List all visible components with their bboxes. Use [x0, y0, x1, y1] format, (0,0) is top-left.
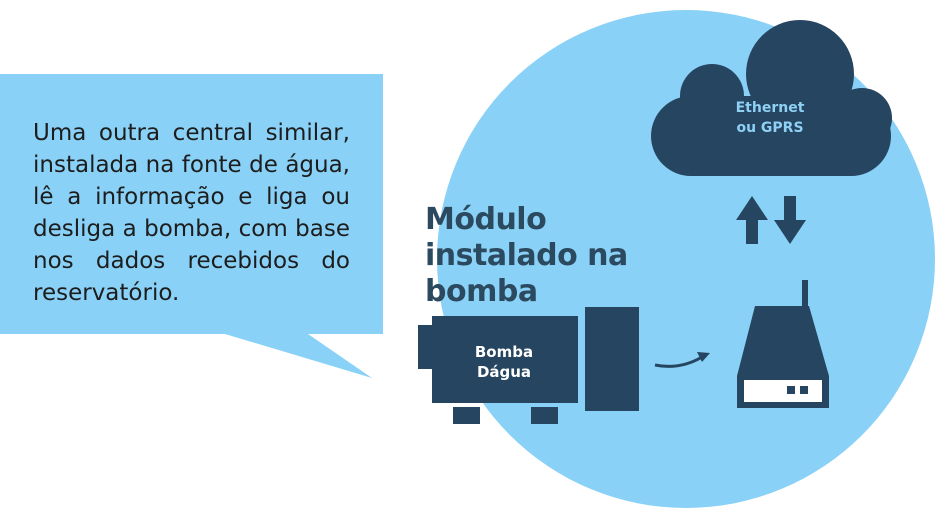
- module-title: Módulo instalado na bomba: [425, 202, 628, 309]
- pump-label-line1: Bomba: [474, 343, 534, 361]
- cloud-label-line1: Ethernet: [735, 100, 805, 116]
- cloud-label: Ethernet ou GPRS: [700, 98, 840, 138]
- pump-label-line2: Dágua: [476, 363, 532, 381]
- curved-arrow-icon: [654, 352, 710, 368]
- speech-bubble: [0, 74, 383, 378]
- cloud-label-line2: ou GPRS: [736, 120, 804, 136]
- callout-text: Uma outra central similar, instalada na …: [33, 120, 350, 306]
- up-down-arrows-icon: [736, 196, 806, 244]
- cloud-icon: [651, 20, 892, 176]
- router-device-icon: [737, 280, 829, 408]
- water-pump-icon: [418, 307, 639, 424]
- pump-label: Bomba Dágua: [440, 342, 568, 382]
